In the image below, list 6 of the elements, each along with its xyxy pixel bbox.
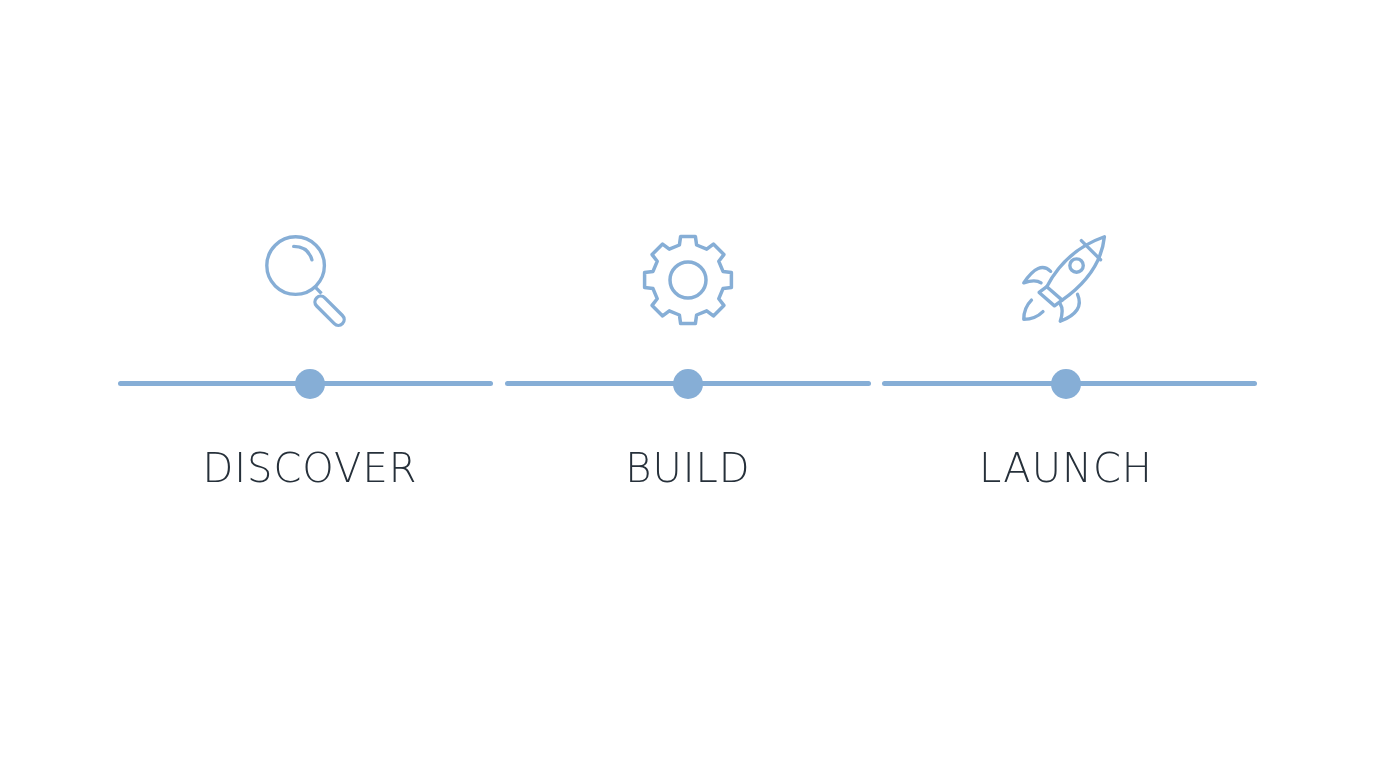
- stage-label: LAUNCH: [978, 444, 1154, 492]
- stage-label: BUILD: [624, 444, 752, 492]
- timeline-dot: [295, 369, 325, 399]
- stage-label: DISCOVER: [201, 444, 419, 492]
- timeline-dot: [1051, 369, 1081, 399]
- timeline-dot: [673, 369, 703, 399]
